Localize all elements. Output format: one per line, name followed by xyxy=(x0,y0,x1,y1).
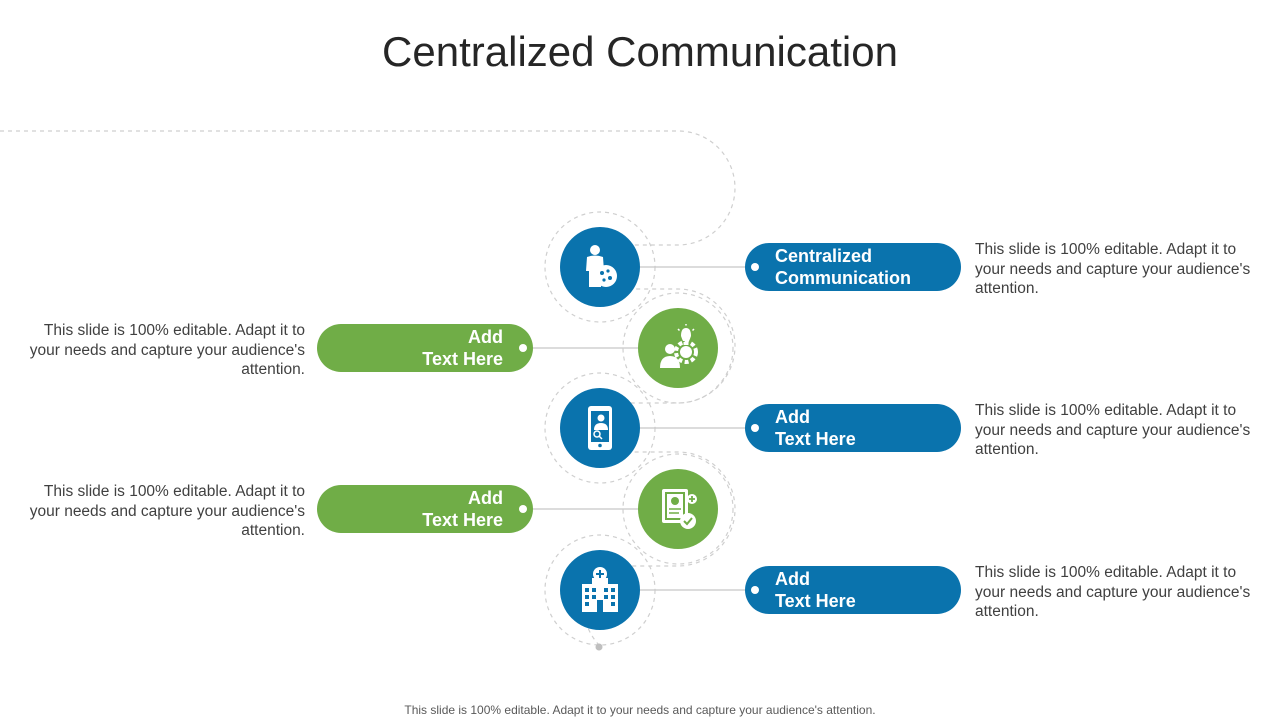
step-2-label: Add Text Here xyxy=(317,324,533,372)
patient-body-icon xyxy=(586,245,617,287)
step-2-description: This slide is 100% editable. Adapt it to… xyxy=(29,322,305,378)
person-idea-gear-icon xyxy=(660,324,698,368)
step-5-label: Add Text Here xyxy=(745,566,961,614)
step-3-node xyxy=(560,388,640,468)
step-2-dot xyxy=(519,344,527,352)
mobile-doctor-icon xyxy=(588,406,612,450)
step-4-description: This slide is 100% editable. Adapt it to… xyxy=(29,483,305,539)
step-1-label: Centralized Communication xyxy=(745,243,961,291)
step-4-label: Add Text Here xyxy=(317,485,533,533)
page-title: Centralized Communication xyxy=(382,28,898,75)
medical-report-icon xyxy=(662,489,697,529)
step-5-dot xyxy=(751,586,759,594)
step-1-dot xyxy=(751,263,759,271)
step-4-node xyxy=(638,469,718,549)
step-2-node xyxy=(638,308,718,388)
step-5-node xyxy=(560,550,640,630)
step-1-description: This slide is 100% editable. Adapt it to… xyxy=(975,241,1251,297)
step-4-dot xyxy=(519,505,527,513)
hospital-building-icon xyxy=(582,567,618,612)
step-3-dot xyxy=(751,424,759,432)
step-3-label: Add Text Here xyxy=(745,404,961,452)
footer-note: This slide is 100% editable. Adapt it to… xyxy=(404,703,876,717)
step-1-node xyxy=(560,227,640,307)
step-5-description: This slide is 100% editable. Adapt it to… xyxy=(975,564,1251,620)
step-3-description: This slide is 100% editable. Adapt it to… xyxy=(975,402,1251,458)
